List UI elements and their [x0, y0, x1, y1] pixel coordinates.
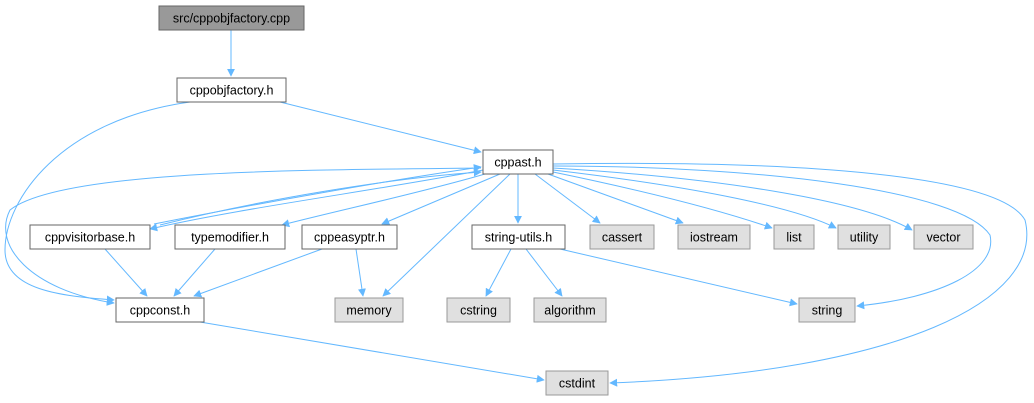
edge-cppast-h-to-cassert — [534, 173, 601, 224]
node-string-label: string — [812, 304, 843, 318]
node-cstdint[interactable]: cstdint — [545, 370, 609, 396]
node-list-label: list — [786, 231, 802, 245]
node-cstring[interactable]: cstring — [446, 297, 511, 323]
edge-string-utils-h-to-cstring — [485, 248, 512, 297]
node-root-file-label: src/cppobjfactory.cpp — [173, 12, 290, 26]
edge-cppast-h-to-vector — [552, 167, 913, 231]
edge-cppast-h-to-cppeasyptr-h — [381, 173, 501, 225]
edge-cppast-h-to-cstdint — [552, 162, 1028, 387]
node-memory[interactable]: memory — [334, 297, 404, 323]
node-algorithm[interactable]: algorithm — [533, 297, 607, 323]
edge-cppvisitorbase-h-to-cppconst-h — [104, 248, 148, 297]
edge-cppast-h-to-list — [552, 171, 773, 230]
node-typemodifier-h-label: typemodifier.h — [191, 231, 269, 245]
edge-cppast-h-to-cppconst-h — [5, 167, 482, 306]
edge-cppast-h-to-typemodifier-h — [281, 173, 486, 228]
node-iostream-label: iostream — [690, 231, 738, 245]
edge-cppeasyptr-h-to-memory — [355, 248, 366, 297]
node-cstdint-label: cstdint — [559, 377, 596, 391]
edges — [4, 30, 1028, 387]
node-cppobjfactory-h[interactable]: cppobjfactory.h — [176, 77, 287, 103]
node-cassert[interactable]: cassert — [589, 224, 655, 250]
edge-string-utils-h-to-string — [559, 248, 798, 307]
edge-string-utils-h-to-algorithm — [525, 248, 563, 297]
node-string-utils-h[interactable]: string-utils.h — [471, 224, 566, 250]
node-string-utils-h-label: string-utils.h — [485, 231, 552, 245]
node-string[interactable]: string — [798, 297, 856, 323]
edge-cppvisitorbase-h-to-cppast-h — [153, 164, 482, 225]
node-cppeasyptr-h[interactable]: cppeasyptr.h — [301, 224, 398, 250]
node-vector-label: vector — [926, 231, 960, 245]
node-utility[interactable]: utility — [837, 224, 891, 250]
node-utility-label: utility — [850, 231, 879, 245]
node-cppeasyptr-h-label: cppeasyptr.h — [314, 231, 385, 245]
edge-typemodifier-h-to-cppconst-h — [173, 248, 216, 297]
node-algorithm-label: algorithm — [544, 304, 595, 318]
edge-cppconst-h-to-cstdint — [199, 321, 545, 383]
edge-cppast-h-to-string — [552, 165, 992, 310]
edge-cppast-h-to-iostream — [547, 173, 684, 225]
node-cassert-label: cassert — [602, 231, 643, 245]
node-cppconst-h[interactable]: cppconst.h — [115, 297, 205, 323]
node-cppconst-h-label: cppconst.h — [130, 304, 191, 318]
node-memory-label: memory — [346, 304, 392, 318]
node-root-file[interactable]: src/cppobjfactory.cpp — [158, 5, 305, 31]
node-iostream[interactable]: iostream — [677, 224, 751, 250]
node-cppvisitorbase-h-label: cppvisitorbase.h — [45, 231, 135, 245]
nodes: src/cppobjfactory.cpp cppobjfactory.h cp… — [29, 5, 974, 396]
node-cppast-h[interactable]: cppast.h — [482, 149, 554, 175]
edge-cppast-h-to-cppvisitorbase-h — [149, 169, 484, 232]
edge-cppast-h-to-utility — [552, 169, 837, 229]
node-cppvisitorbase-h[interactable]: cppvisitorbase.h — [29, 224, 151, 250]
node-list[interactable]: list — [773, 224, 815, 250]
node-typemodifier-h[interactable]: typemodifier.h — [174, 224, 286, 250]
edge-cppobjfactory-h-to-cppconst-h — [4, 101, 191, 304]
edge-typemodifier-h-to-cppast-h — [159, 168, 482, 226]
node-cppobjfactory-h-label: cppobjfactory.h — [190, 84, 274, 98]
edge-cppobjfactory-h-to-cppast-h — [279, 101, 482, 155]
edge-cppeasyptr-h-to-cppconst-h — [193, 248, 323, 298]
node-cppast-h-label: cppast.h — [494, 156, 541, 170]
node-vector[interactable]: vector — [913, 224, 974, 250]
edge-cppast-h-to-memory — [382, 173, 511, 297]
node-cstring-label: cstring — [460, 304, 497, 318]
